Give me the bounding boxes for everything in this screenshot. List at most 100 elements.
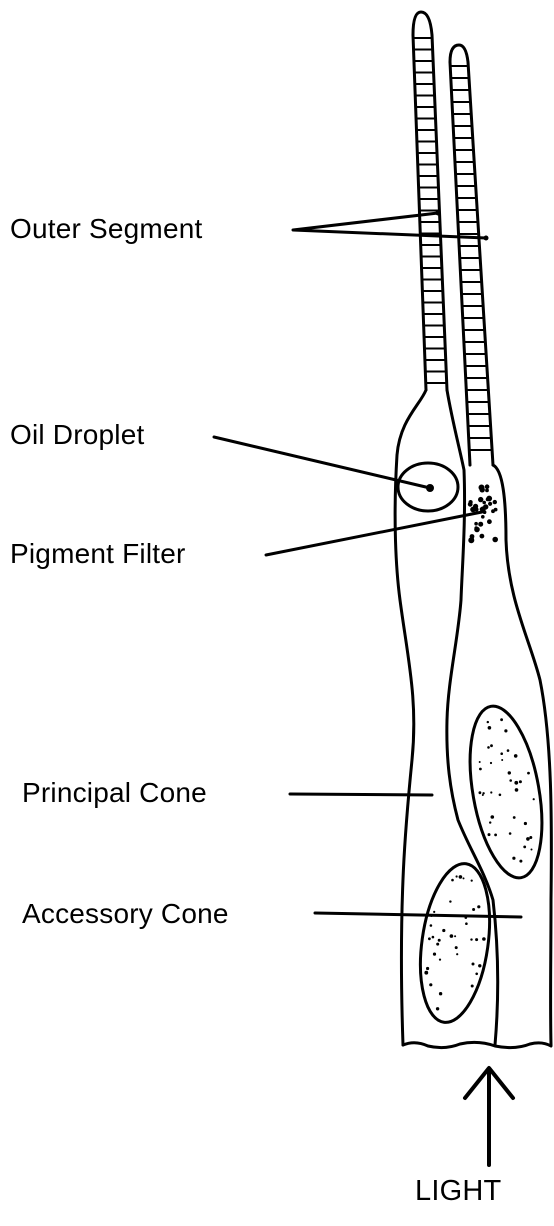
outer-segment-label: Outer Segment — [10, 215, 202, 243]
stipple-dot — [488, 726, 492, 730]
stipple-dot — [504, 729, 507, 732]
stipple-dot — [533, 798, 535, 800]
stipple-dot — [424, 971, 428, 975]
pigment-dot — [480, 534, 485, 539]
stipple-dot — [487, 721, 489, 723]
stipple-dot — [512, 857, 515, 860]
outer-segment-leader-end-b — [484, 236, 489, 241]
stipple-dot — [456, 875, 458, 877]
pigment-dot — [486, 496, 492, 502]
stipple-dot — [463, 877, 465, 879]
stipple-dot — [439, 959, 441, 961]
stipple-dot — [436, 1007, 439, 1010]
stipple-dot — [471, 985, 474, 988]
stipple-dot — [515, 788, 519, 792]
stipple-dot — [524, 822, 527, 825]
pigment-dot — [474, 527, 480, 533]
pigment-dot — [493, 500, 497, 504]
stipple-dot — [470, 938, 472, 940]
pigment-dot — [468, 502, 473, 507]
stipple-dot — [500, 752, 503, 755]
stipple-dot — [432, 936, 435, 939]
pigment-filter-leader — [266, 512, 482, 555]
pigment-dot — [473, 504, 478, 509]
principal-cone-label: Principal Cone — [22, 779, 207, 807]
stipple-dot — [500, 718, 503, 721]
stipple-dot — [477, 905, 480, 908]
stipple-dot — [490, 762, 492, 764]
stipple-dot — [439, 992, 442, 995]
pigment-dot — [491, 509, 495, 513]
oil-droplet-label: Oil Droplet — [10, 421, 144, 449]
pigment-dot — [474, 522, 478, 526]
stipple-dot — [526, 837, 530, 841]
pigment-dot — [487, 519, 492, 524]
stipple-dot — [449, 900, 451, 902]
stipple-dot — [438, 939, 441, 942]
pigment-dot — [480, 487, 485, 492]
pigment-dot — [482, 501, 486, 505]
outer-segment-leader-end-a — [436, 211, 441, 216]
stipple-dot — [519, 860, 522, 863]
stipple-dot — [494, 834, 497, 837]
principal-cone-leader — [290, 794, 432, 795]
pigment-filter-label: Pigment Filter — [10, 540, 186, 568]
principal-cone-body-right — [447, 390, 498, 1045]
stipple-dot — [488, 833, 491, 836]
stipple-dot — [451, 879, 454, 882]
stipple-dot — [433, 953, 436, 956]
pigment-dot — [478, 497, 483, 502]
stipple-dot — [479, 791, 482, 794]
stipple-dot — [514, 754, 518, 758]
pigment-dot — [481, 515, 485, 519]
accessory-nucleus — [458, 701, 553, 884]
stipple-dot — [501, 759, 503, 761]
pigment-dot — [488, 502, 492, 506]
stipple-dot — [475, 938, 478, 941]
pigment-dot — [485, 489, 489, 493]
stipple-dot — [499, 794, 502, 797]
stipple-dot — [430, 924, 433, 927]
stipple-dot — [523, 846, 526, 849]
base-line — [403, 1042, 551, 1047]
light-label: LIGHT — [415, 1177, 501, 1206]
stipple-dot — [479, 761, 481, 763]
accessory-cone-label: Accessory Cone — [22, 900, 229, 928]
stipple-dot — [429, 983, 432, 986]
stipple-dot — [489, 821, 491, 823]
stipple-dot — [426, 967, 429, 970]
stipple-dot — [490, 791, 492, 793]
stipple-dot — [508, 771, 511, 774]
stipple-dot — [436, 943, 439, 946]
stipple-dot — [527, 772, 530, 775]
stipple-dot — [450, 934, 454, 938]
stipple-dot — [433, 911, 435, 913]
principal-nucleus — [411, 859, 499, 1027]
stipple-dot — [472, 908, 475, 911]
stipple-dot — [465, 922, 468, 925]
stipple-dot — [479, 768, 482, 771]
pigment-dot — [478, 522, 483, 527]
stipple-dot — [442, 929, 445, 932]
pigment-dot — [470, 538, 474, 542]
stipple-dot — [472, 963, 475, 966]
principal-outer-segment — [413, 12, 447, 390]
stipple-dot — [490, 744, 493, 747]
stipple-dot — [509, 832, 512, 835]
stipple-dot — [482, 792, 484, 794]
stipple-dot — [513, 816, 516, 819]
stipple-dot — [531, 849, 533, 851]
stipple-dot — [487, 746, 490, 749]
stipple-dot — [455, 946, 458, 949]
stipple-dot — [529, 836, 532, 839]
stipple-dot — [482, 937, 486, 941]
light-arrow — [465, 1068, 513, 1165]
stipple-dot — [519, 780, 522, 783]
stipple-dot — [509, 779, 512, 782]
stipple-dot — [478, 964, 481, 967]
stipple-dot — [471, 880, 473, 882]
stipple-dot — [475, 973, 478, 976]
stipple-dot — [459, 875, 463, 879]
